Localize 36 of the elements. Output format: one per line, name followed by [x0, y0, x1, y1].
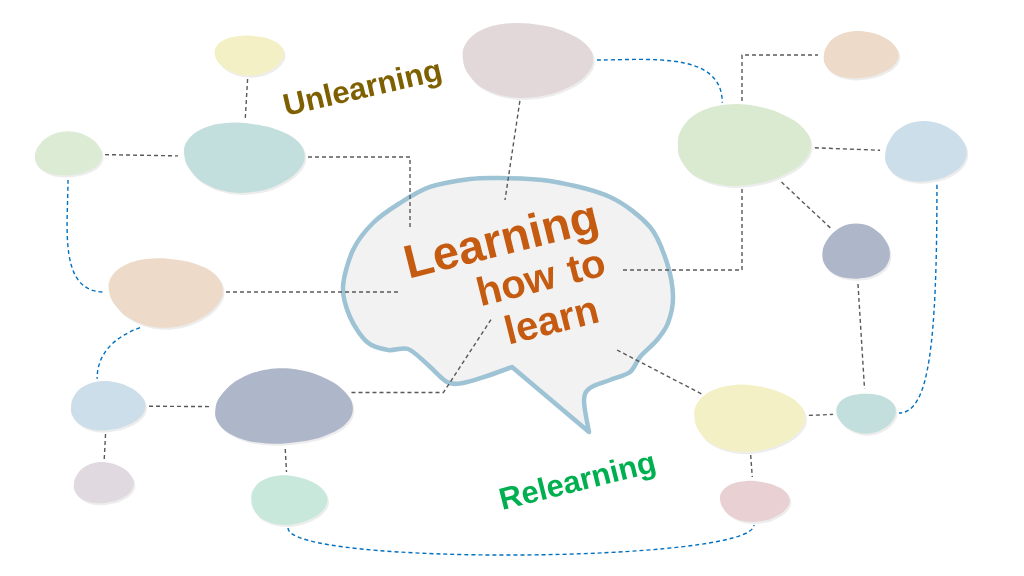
blob: [183, 122, 307, 195]
connector: [103, 433, 107, 460]
connector: [225, 291, 401, 293]
blob: [34, 131, 104, 178]
connector: [504, 100, 521, 201]
connector: [814, 147, 881, 151]
blob: [215, 368, 355, 446]
connector: [96, 326, 141, 380]
connector: [284, 448, 288, 473]
blob: [677, 104, 813, 188]
blob: [462, 22, 595, 100]
blob: [823, 31, 901, 81]
connector: [350, 317, 493, 394]
connector: [780, 181, 832, 230]
connector: [898, 184, 938, 414]
connector: [66, 179, 105, 293]
connector: [749, 454, 753, 478]
blob: [836, 393, 898, 436]
connector: [808, 413, 834, 417]
connector: [104, 153, 179, 157]
connector: [148, 405, 211, 408]
blob: [719, 480, 792, 524]
connector: [616, 349, 703, 395]
blob: [885, 121, 969, 184]
blob: [822, 223, 892, 281]
connector: [596, 58, 723, 104]
blob: [694, 384, 807, 454]
blob: [73, 462, 136, 506]
blob: [70, 380, 147, 433]
connector: [741, 54, 819, 102]
blob: [251, 475, 329, 527]
connector: [307, 156, 411, 229]
side-label: Unlearning: [282, 64, 442, 115]
blob: [108, 258, 225, 330]
connector: [244, 78, 249, 119]
connector: [287, 524, 755, 556]
